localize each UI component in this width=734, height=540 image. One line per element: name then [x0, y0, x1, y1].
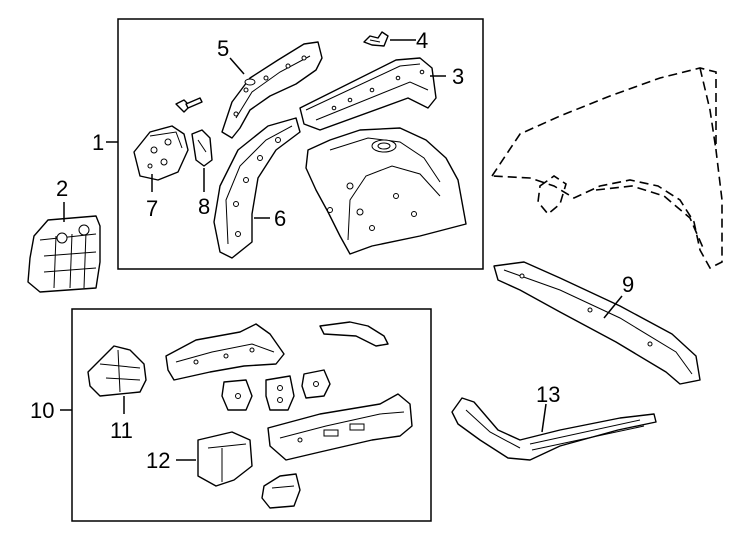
callout-9: 9 [622, 272, 634, 297]
part-13-rocker-extension[interactable] [451, 397, 657, 461]
bolt-icon[interactable] [175, 97, 203, 113]
small-bracket-upper-right[interactable] [319, 321, 389, 347]
callout-7: 7 [146, 196, 158, 221]
callout-11: 11 [110, 418, 133, 443]
callout-6: 6 [274, 206, 286, 231]
apron-wheelhouse-assembly[interactable] [305, 127, 467, 255]
callout-5: 5 [217, 36, 229, 61]
part-4-clip[interactable] [363, 31, 389, 47]
part-12-extension[interactable] [197, 431, 253, 487]
small-bracket-bottom[interactable] [261, 473, 301, 509]
callout-13: 13 [536, 382, 560, 407]
part-6-apron-panel[interactable] [213, 117, 301, 259]
group-box-lower [71, 308, 432, 522]
part-9-side-rail[interactable] [493, 261, 701, 385]
front-rail-lower[interactable] [267, 393, 413, 461]
front-rail-upper-piece[interactable] [165, 323, 285, 381]
gusset-right[interactable] [301, 369, 331, 399]
callout-10: 10 [30, 398, 54, 423]
gusset-left[interactable] [221, 379, 253, 411]
callout-1: 1 [92, 130, 104, 155]
callout-2: 2 [56, 176, 68, 201]
part-2-bracket[interactable] [27, 215, 101, 293]
group-box-upper [117, 18, 484, 270]
part-7-bracket[interactable] [133, 125, 189, 181]
leader-lines [60, 39, 623, 461]
fender-outline [490, 67, 723, 270]
part-11-bracket[interactable] [87, 345, 147, 397]
callout-3: 3 [452, 64, 464, 89]
part-3-upper-rail[interactable] [299, 57, 437, 131]
callout-4: 4 [416, 28, 428, 53]
callout-12: 12 [146, 448, 170, 473]
gusset-middle[interactable] [265, 375, 295, 411]
callout-8: 8 [198, 194, 210, 219]
part-8-plate[interactable] [191, 129, 213, 167]
part-5-apron-reinforcement[interactable] [221, 41, 323, 139]
